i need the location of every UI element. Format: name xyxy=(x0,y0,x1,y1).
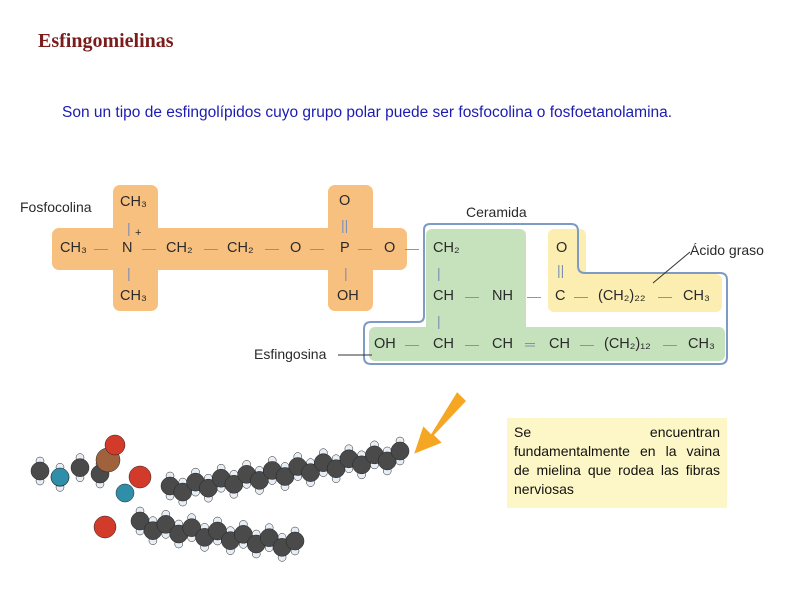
bond: — xyxy=(465,336,479,352)
oxygen-atom xyxy=(104,434,126,456)
group-c: C xyxy=(555,288,566,304)
group-nh: NH xyxy=(492,288,513,304)
group-ch: CH xyxy=(492,336,513,352)
acido-graso-region-chain xyxy=(548,274,722,312)
group-o: O xyxy=(290,240,302,256)
group-ch2: CH₂ xyxy=(433,240,460,256)
group-ch3: CH₃ xyxy=(683,288,710,304)
group-ch3-bottom: CH₃ xyxy=(120,288,147,304)
label-fosfocolina: Fosfocolina xyxy=(20,199,92,215)
group-p: P xyxy=(340,240,350,256)
group-n: N xyxy=(122,240,133,256)
esfingosina-region xyxy=(426,229,526,341)
label-acido-graso: Ácido graso xyxy=(690,242,764,258)
group-ch: CH xyxy=(433,336,454,352)
oxygen-atom xyxy=(128,465,152,489)
bond: — xyxy=(204,240,218,256)
info-note: Se encuentran fundamentalmente en la vai… xyxy=(507,418,727,508)
bond: — xyxy=(580,336,594,352)
space-filling-molecule-model xyxy=(30,434,410,562)
group-ch: CH xyxy=(433,288,454,304)
bond: — xyxy=(574,288,588,304)
group-o: O xyxy=(384,240,396,256)
nitrogen-atom xyxy=(50,467,70,487)
bond: — xyxy=(265,240,279,256)
carbon-atom xyxy=(70,458,90,477)
oxygen-atom xyxy=(93,515,117,539)
group-ch2-22: (CH₂)₂₂ xyxy=(598,288,646,304)
bond: | xyxy=(437,313,441,329)
group-ch2: CH₂ xyxy=(227,240,254,256)
slide-subtitle: Son un tipo de esfingolípidos cuyo grupo… xyxy=(62,104,673,121)
bond: — xyxy=(405,336,419,352)
slide-title: Esfingomielinas xyxy=(38,30,174,52)
bond: — xyxy=(465,288,479,304)
group-carbonyl-o: O xyxy=(556,240,568,256)
arrow-icon xyxy=(411,389,469,457)
bond: | xyxy=(437,265,441,281)
bond: — xyxy=(527,288,541,304)
fosfocolina-region-n xyxy=(113,185,158,311)
bond: — xyxy=(663,336,677,352)
bond: — xyxy=(405,240,419,256)
esfingosina-region-chain xyxy=(369,327,725,361)
charge-plus: + xyxy=(135,227,142,239)
group-ch3: CH₃ xyxy=(688,336,715,352)
group-oh: OH xyxy=(374,336,396,352)
group-oh: OH xyxy=(337,288,359,304)
nitrogen-atom xyxy=(115,483,135,503)
label-esfingosina: Esfingosina xyxy=(254,346,327,362)
bond: — xyxy=(358,240,372,256)
group-ch3: CH₃ xyxy=(60,240,87,256)
group-ch: CH xyxy=(549,336,570,352)
bond: — xyxy=(310,240,324,256)
bond-double: || xyxy=(341,217,349,233)
label-ceramida: Ceramida xyxy=(466,204,527,220)
bond: — xyxy=(94,240,108,256)
bond: — xyxy=(658,288,672,304)
bond-double: ═ xyxy=(525,336,535,352)
fosfocolina-region-p xyxy=(328,185,373,311)
carbon-atom xyxy=(285,531,305,551)
bond: | xyxy=(127,220,131,236)
carbon-atom xyxy=(30,461,50,481)
bond: | xyxy=(344,265,348,281)
bond: | xyxy=(127,265,131,281)
bond-double: || xyxy=(557,262,565,278)
group-o-double: O xyxy=(339,193,351,209)
carbon-atom xyxy=(390,441,410,461)
group-ch3-top: CH₃ xyxy=(120,194,147,210)
bond: — xyxy=(142,240,156,256)
group-ch2-12: (CH₂)₁₂ xyxy=(604,336,651,352)
group-ch2: CH₂ xyxy=(166,240,193,256)
